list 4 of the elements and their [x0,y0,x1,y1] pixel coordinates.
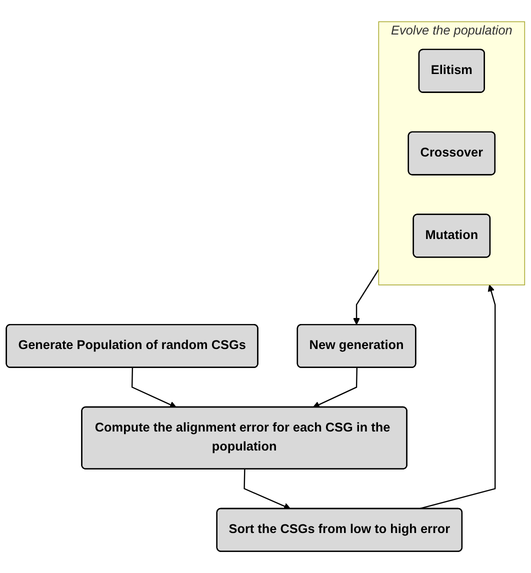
arrow [244,469,291,510]
arrow [131,368,177,408]
arrow [353,269,380,325]
arrow [312,368,358,408]
